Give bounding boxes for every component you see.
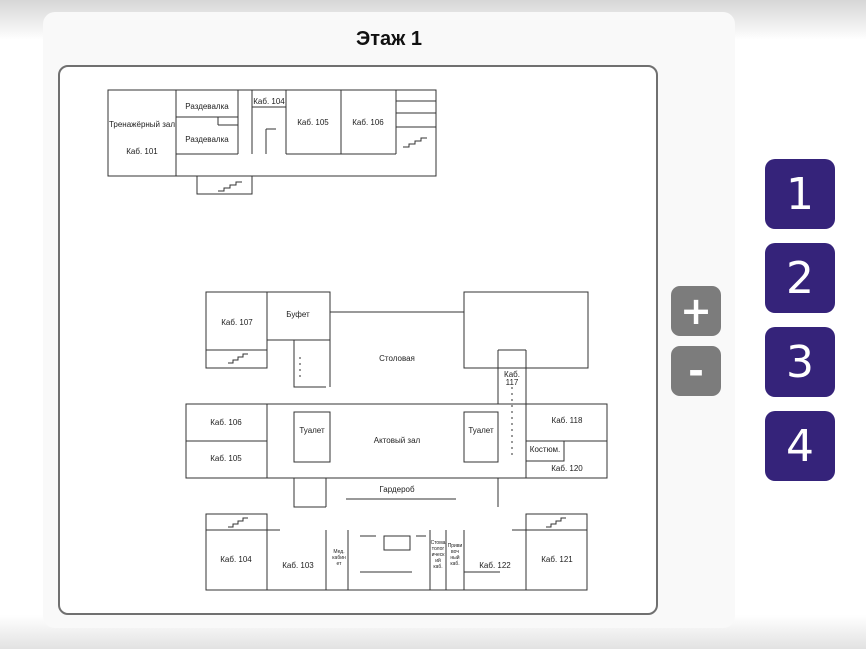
room-label-dent-2: толог <box>432 546 445 552</box>
room-label-toilet-1: Туалет <box>299 426 325 435</box>
room-label-117-a: Каб. <box>504 370 520 379</box>
room-label-117-b: 117 <box>506 378 519 387</box>
room-label-103: Каб. 103 <box>282 561 314 570</box>
room-label-120: Каб. 120 <box>551 464 583 473</box>
room-label-107: Каб. 107 <box>221 318 253 327</box>
floor-card: Этаж 1 <box>43 12 735 628</box>
room-label-104: Каб. 104 <box>220 555 252 564</box>
room-label-costume: Костюм. <box>530 445 560 454</box>
room-label-dent-3: ическ <box>432 552 446 558</box>
room-label-gym: Тренажёрный зал <box>109 120 175 129</box>
room-label-dent-1: Стома <box>431 540 446 546</box>
room-label-122: Каб. 122 <box>479 561 511 570</box>
room-label-105: Каб. 105 <box>210 454 242 463</box>
room-label-dent-5: каб. <box>433 564 442 570</box>
room-label-locker-1: Раздевалка <box>185 102 229 111</box>
room-label-106: Каб. 106 <box>210 418 242 427</box>
floor-3-button[interactable]: 3 <box>765 327 835 397</box>
zoom-in-button[interactable]: + <box>671 286 721 336</box>
floor-title: Этаж 1 <box>355 28 422 50</box>
room-label-proc-4: каб. <box>450 561 459 567</box>
room-label-buffet: Буфет <box>286 310 310 319</box>
room-107-outline <box>205 291 268 369</box>
room-label-med-2: кабин <box>332 555 346 561</box>
room-label-proc-1: Приви <box>448 543 463 549</box>
floor-4-button[interactable]: 4 <box>765 411 835 481</box>
room-label-wardrobe: Гардероб <box>379 485 415 494</box>
floor-plan-viewport[interactable]: Тренажёрный зал Каб. 101 Раздевалка Разд… <box>58 65 658 615</box>
floor-1-button[interactable]: 1 <box>765 159 835 229</box>
room-label-canteen: Столовая <box>379 354 415 363</box>
room-label-proc-2: воч <box>451 549 459 555</box>
zoom-out-button[interactable]: - <box>671 346 721 396</box>
floor-2-button[interactable]: 2 <box>765 243 835 313</box>
room-label-med-1: Мед. <box>333 549 344 555</box>
room-label-118: Каб. 118 <box>552 416 583 425</box>
upper-block-outline <box>107 89 437 177</box>
room-label-proc-3: ный <box>450 554 459 561</box>
room-label-dent-4: ий <box>435 557 441 564</box>
room-label-med-3: ет <box>337 561 343 567</box>
room-label-104a: Каб. 104 <box>253 97 285 106</box>
room-label-assembly: Актовый зал <box>374 436 421 445</box>
room-label-locker-2: Раздевалка <box>185 135 229 144</box>
room-label-121: Каб. 121 <box>541 555 573 564</box>
room-label-106a: Каб. 106 <box>352 118 384 127</box>
room-label-toilet-2: Туалет <box>468 426 494 435</box>
room-label-105a: Каб. 105 <box>297 118 329 127</box>
room-label-101: Каб. 101 <box>126 147 158 156</box>
floor-plan-map: Тренажёрный зал Каб. 101 Раздевалка Разд… <box>107 89 608 591</box>
